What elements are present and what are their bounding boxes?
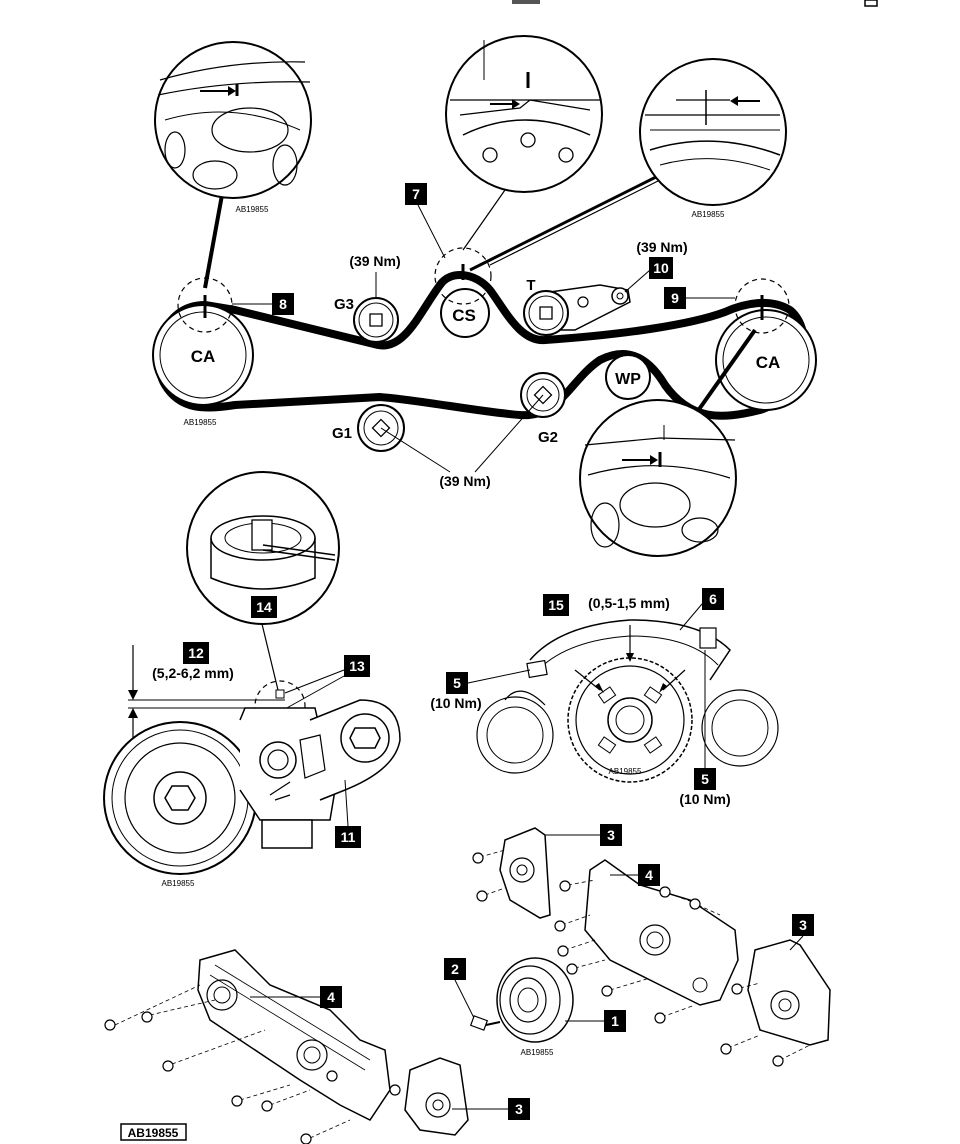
figure-id-small: AB19855 [162, 879, 195, 888]
tensioner-detail: 14 12 (5,2-6,2 mm) 13 11 [103, 471, 401, 888]
callout-7: 7 [412, 186, 420, 202]
callout-3b: 3 [799, 917, 807, 933]
label-g2: G2 [538, 429, 558, 446]
water-pump-pulley: WP [605, 354, 651, 400]
camshaft-pulley-left: CA [152, 277, 254, 406]
callout-12: 12 [188, 645, 204, 661]
detail-circle-camshaft-left: AB19855 [154, 41, 312, 289]
label-ca-right: CA [756, 353, 781, 372]
figure-id: AB19855 [128, 1126, 179, 1140]
callout-10: 10 [653, 260, 669, 276]
callout-9: 9 [671, 290, 679, 306]
callout-5b: 5 [701, 771, 709, 787]
callout-14: 14 [256, 599, 272, 615]
timing-belt-layout: CA CA CS G3 (39 Nm) [152, 239, 817, 489]
figure-id-small: AB19855 [521, 1048, 554, 1057]
crankshaft-pulley: CS [434, 247, 492, 338]
label-cs: CS [452, 306, 476, 325]
camshaft-pulley-right: CA [715, 278, 817, 411]
gap-sensor: (0,5-1,5 mm) [588, 595, 670, 611]
figure-id-small: AB19855 [236, 205, 269, 214]
torque-bolt-5a: (10 Nm) [430, 695, 481, 711]
timing-mark-circle [734, 278, 790, 334]
torque-g1-g2: (39 Nm) [439, 473, 490, 489]
callouts-belt: 7 8 9 10 [232, 183, 735, 315]
torque-bolt-5b: (10 Nm) [679, 791, 730, 807]
crank-sensor-detail: 15 (0,5-1,5 mm) 6 5 (10 Nm) 5 (10 Nm) AB… [430, 588, 779, 807]
figure-id-box: AB19855 [120, 1123, 187, 1141]
torque-t: (39 Nm) [636, 239, 687, 255]
callout-1: 1 [611, 1013, 619, 1029]
idler-pulley-g3: G3 (39 Nm) [334, 253, 401, 343]
torque-g3: (39 Nm) [349, 253, 400, 269]
callout-11: 11 [341, 829, 356, 845]
label-t: T [526, 277, 535, 294]
callout-4a: 4 [327, 989, 335, 1005]
callout-15: 15 [548, 597, 564, 613]
detail-circle-crankshaft [445, 35, 603, 251]
gap-tensioner: (5,2-6,2 mm) [152, 665, 234, 681]
front-cover-left-exploded: 4 3 [104, 949, 530, 1144]
label-g3: G3 [334, 296, 354, 313]
idler-pulley-g1: G1 [332, 404, 405, 452]
callout-3c: 3 [515, 1101, 523, 1117]
callout-2: 2 [451, 961, 459, 977]
callout-5a: 5 [453, 675, 461, 691]
callout-6: 6 [709, 591, 717, 607]
tensioner-pulley-t: T (39 Nm) [523, 239, 688, 336]
callout-4b: 4 [645, 867, 653, 883]
figure-id-small: AB19855 [184, 418, 217, 427]
callout-8: 8 [279, 296, 287, 312]
detail-circle-camshaft-right: AB19855 [469, 58, 787, 272]
idler-pulley-g2: G2 [520, 372, 566, 446]
callout-13: 13 [349, 658, 365, 674]
label-g1: G1 [332, 425, 352, 442]
front-cover-right-exploded: 3 4 3 1 AB19855 2 [444, 824, 831, 1067]
timing-mark-circle [434, 247, 492, 305]
detail-circle-camshaft-right-lower [579, 328, 757, 557]
callout-3a: 3 [607, 827, 615, 843]
label-ca-left: CA [191, 347, 216, 366]
figure-id-small: AB19855 [609, 767, 642, 776]
label-wp: WP [615, 371, 641, 388]
figure-id-small: AB19855 [692, 210, 725, 219]
